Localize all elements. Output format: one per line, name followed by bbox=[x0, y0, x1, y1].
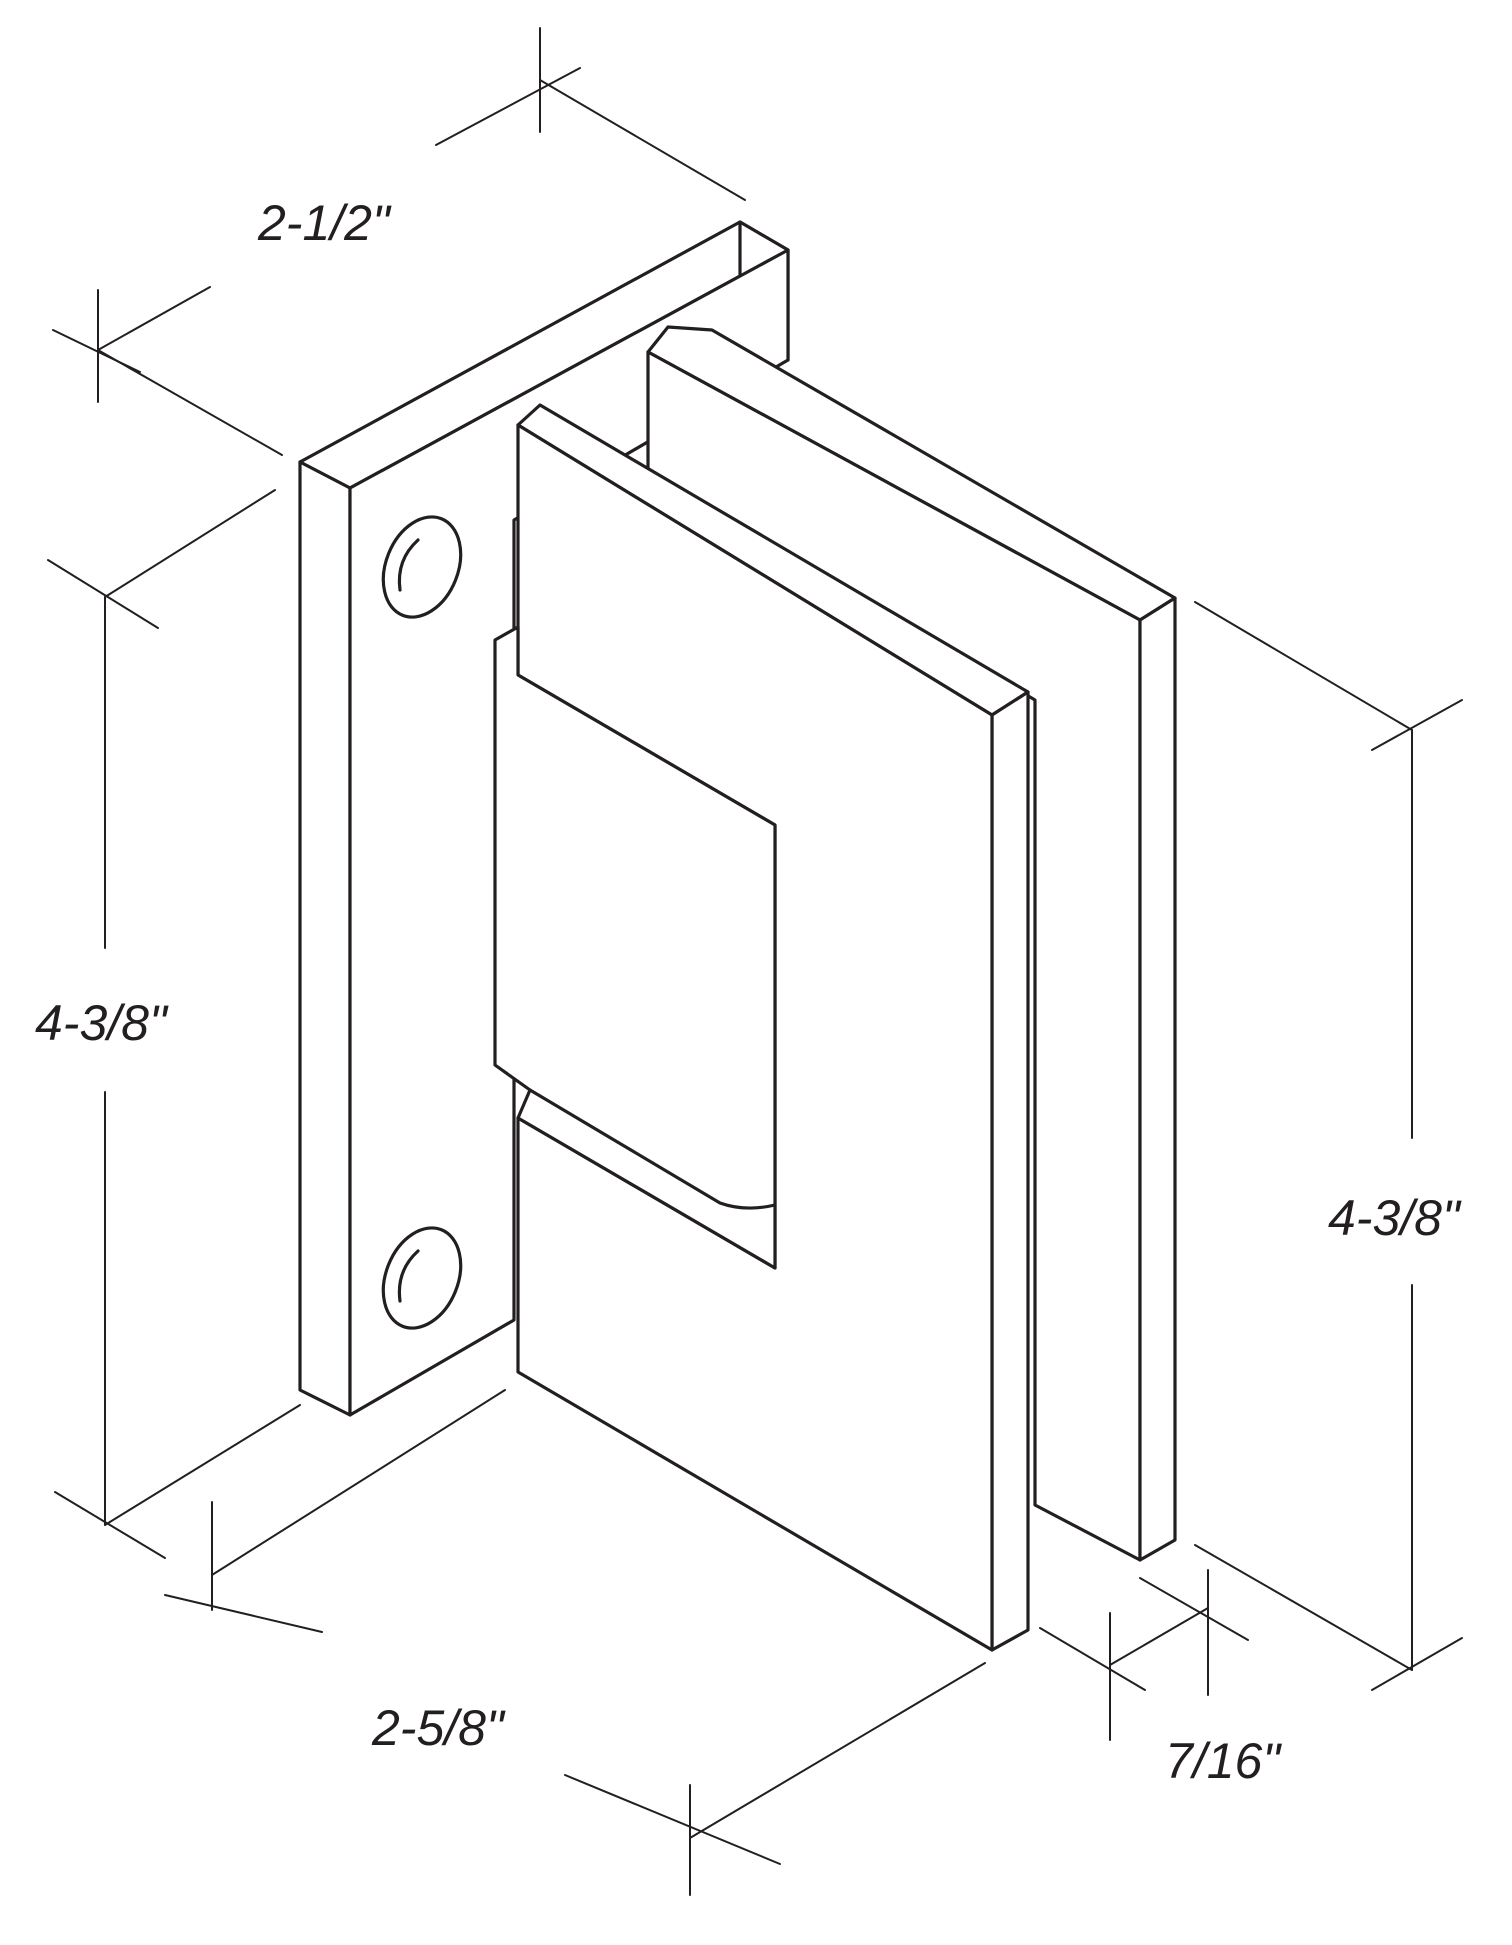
front-clamp-edge-face bbox=[990, 690, 1030, 1652]
dimension-plate-width bbox=[52, 27, 746, 456]
dimension-label-overall-width: 2-5/8" bbox=[371, 1700, 506, 1756]
plate-side-face bbox=[298, 460, 352, 1417]
knuckle-front-face bbox=[493, 625, 777, 1270]
knuckle-curve-detail bbox=[528, 1088, 777, 1210]
dimension-label-glass-thickness: 7/16" bbox=[1165, 1733, 1282, 1789]
upper-mounting-hole bbox=[381, 515, 463, 619]
hinge-knuckle bbox=[493, 625, 777, 1270]
dimension-label-plate-height: 4-3/8" bbox=[35, 995, 169, 1051]
dimension-label-plate-width: 2-1/2" bbox=[257, 195, 392, 251]
dimension-plate-height bbox=[47, 489, 301, 1559]
dimension-glass-thickness bbox=[1039, 1569, 1249, 1741]
wall-mount-plate bbox=[298, 220, 790, 1417]
front-clamp-plate bbox=[516, 403, 1030, 1652]
dimension-clamp-height bbox=[1194, 601, 1463, 1691]
rear-clamp-edge-face bbox=[1138, 596, 1177, 1562]
lower-mounting-hole bbox=[381, 1226, 463, 1330]
dimension-label-clamp-height: 4-3/8" bbox=[1328, 1190, 1462, 1246]
dimension-overall-width bbox=[164, 1389, 986, 1896]
